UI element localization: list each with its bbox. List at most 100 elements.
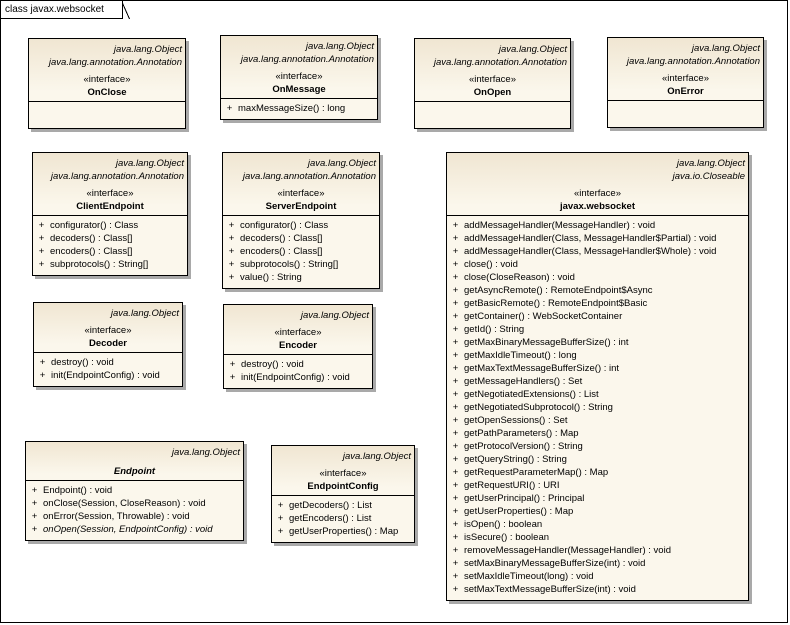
visibility-marker: +: [452, 363, 459, 374]
operation-signature: setMaxBinaryMessageBufferSize(int) : voi…: [464, 558, 646, 569]
operation-signature: init(EndpointConfig) : void: [51, 370, 160, 381]
parent-types: java.lang.Object: [272, 446, 414, 463]
operation-signature: isOpen() : boolean: [464, 519, 543, 530]
operation-signature: getRequestParameterMap() : Map: [464, 467, 609, 478]
operation: +getOpenSessions() : Set: [447, 414, 748, 427]
visibility-marker: +: [452, 298, 459, 309]
operation-signature: configurator() : Class: [240, 220, 329, 231]
operations-compartment: +destroy() : void+init(EndpointConfig) :…: [34, 353, 182, 386]
operation: +getQueryString() : String: [447, 453, 748, 466]
operation: +getRequestURI() : URI: [447, 479, 748, 492]
visibility-marker: +: [31, 485, 38, 496]
operation-signature: getNegotiatedSubprotocol() : String: [464, 402, 613, 413]
class-header: java.lang.Object java.lang.annotation.Ann…: [415, 39, 570, 102]
visibility-marker: +: [39, 357, 46, 368]
operation-signature: getUserProperties() : Map: [289, 526, 399, 537]
parent-type: java.lang.annotation.Annotation: [50, 171, 184, 182]
visibility-marker: +: [452, 467, 459, 478]
visibility-marker: +: [452, 285, 459, 296]
operation: +getUserPrincipal() : Principal: [447, 492, 748, 505]
operation: + getId() : String: [447, 323, 748, 336]
stereotype: «interface»: [83, 74, 131, 85]
stereotype: «interface»: [86, 188, 134, 199]
operations-compartment: [608, 101, 763, 127]
visibility-marker: +: [452, 428, 459, 439]
operation: + decoders() : Class[]: [223, 232, 379, 245]
operation: +isSecure() : boolean: [447, 531, 748, 544]
operation-signature: maxMessageSize() : long: [238, 103, 346, 114]
operations-compartment: +maxMessageSize() : long: [221, 99, 377, 119]
operation-signature: getNegotiatedExtensions() : List: [464, 389, 599, 400]
operation: +setMaxBinaryMessageBufferSize(int) : vo…: [447, 557, 748, 570]
class-name: Endpoint: [113, 466, 156, 477]
visibility-marker: +: [452, 272, 459, 283]
class-name: EndpointConfig: [307, 481, 379, 492]
operations-compartment: + configurator() : Class+ decoders() : Cla…: [223, 216, 379, 288]
operation-signature: getUserProperties() : Map: [464, 506, 574, 517]
visibility-marker: +: [452, 376, 459, 387]
operation-signature: addMessageHandler(MessageHandler) : void: [464, 220, 656, 231]
operation-signature: decoders() : Class[]: [240, 233, 323, 244]
operation: +isOpen() : boolean: [447, 518, 748, 531]
operation-signature: getUserPrincipal() : Principal: [464, 493, 585, 504]
operation: +maxMessageSize() : long: [221, 102, 377, 115]
class-name: ClientEndpoint: [76, 201, 144, 212]
visibility-marker: +: [452, 259, 459, 270]
visibility-marker: +: [452, 324, 459, 335]
operation: +subprotocols() : String[]: [223, 258, 379, 271]
class-name: ServerEndpoint: [265, 201, 337, 212]
stereotype: «interface»: [274, 327, 322, 338]
class-name: OnClose: [87, 87, 127, 98]
visibility-marker: +: [38, 259, 45, 270]
operation: +encoders() : Class[]: [33, 245, 187, 258]
operation-signature: getContainer() : WebSocketContainer: [464, 311, 623, 322]
operation-signature: getId() : String: [464, 324, 525, 335]
stereotype: «interface»: [468, 74, 516, 85]
class-endpointconfig: java.lang.Object«interface»EndpointConfi…: [271, 445, 415, 543]
operation: +subprotocols() : String[]: [33, 258, 187, 271]
parent-type: java.lang.Object: [110, 308, 179, 319]
operation: +value() : String: [223, 271, 379, 284]
visibility-marker: +: [452, 506, 459, 517]
operation: +destroy() : void: [224, 358, 372, 371]
operation: +getProtocolVersion() : String: [447, 440, 748, 453]
operation-signature: configurator() : Class: [50, 220, 139, 231]
operation: +onOpen(Session, EndpointConfig) : void: [26, 523, 243, 536]
operation: +onError(Session, Throwable) : void: [26, 510, 243, 523]
stereotype: «interface»: [573, 188, 621, 199]
parent-type: java.lang.annotation.Annotation: [433, 57, 567, 68]
operation-signature: removeMessageHandler(MessageHandler) : v…: [464, 545, 671, 556]
operation: +getNegotiatedExtensions() : List: [447, 388, 748, 401]
operation: + Endpoint() : void: [26, 484, 243, 497]
parent-type: java.lang.Object: [498, 44, 567, 55]
operation-signature: encoders() : Class[]: [50, 246, 133, 257]
operations-compartment: +destroy() : void+init(EndpointConfig) :…: [224, 355, 372, 388]
operation-signature: addMessageHandler(Class, MessageHandler$…: [464, 246, 717, 257]
parent-type: java.lang.Object: [691, 43, 760, 54]
operation: +encoders() : Class[]: [223, 245, 379, 258]
operation-signature: destroy() : void: [51, 357, 114, 368]
visibility-marker: +: [452, 584, 459, 595]
operation-signature: Endpoint() : void: [43, 485, 113, 496]
visibility-marker: +: [228, 233, 235, 244]
operation-signature: decoders() : Class[]: [50, 233, 133, 244]
operation-signature: getMaxBinaryMessageBufferSize() : int: [464, 337, 629, 348]
operation-signature: value() : String: [240, 272, 302, 283]
class-name: OnOpen: [473, 87, 512, 98]
operation: +getEncoders() : List: [272, 512, 414, 525]
parent-types: java.lang.Object: [224, 305, 372, 322]
operation-signature: setMaxIdleTimeout(long) : void: [464, 571, 594, 582]
operation: +getContainer() : WebSocketContainer: [447, 310, 748, 323]
operation-signature: getBasicRemote() : RemoteEndpoint$Basic: [464, 298, 648, 309]
parent-types: java.lang.Object: [34, 303, 182, 320]
visibility-marker: +: [452, 415, 459, 426]
